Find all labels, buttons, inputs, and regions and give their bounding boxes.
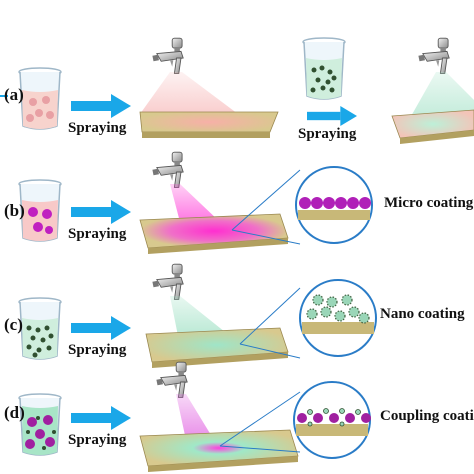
beaker-icon [18,179,62,242]
arrow-right-icon [307,106,357,126]
spraying-label: Spraying [68,432,127,448]
spray-gun-icon [151,263,184,300]
coating-label: Micro coating [384,195,474,211]
spray-gun-icon [151,151,184,188]
beaker-icon [18,393,62,456]
row-label-d: (d) [4,403,25,422]
beaker-icon [18,67,62,130]
coating-label: Coupling coating [380,408,474,424]
substrate-plate [139,429,299,472]
row-d [18,361,371,472]
row-label-a: (a) [4,85,24,104]
row-label-c: (c) [4,315,23,334]
row-label-b: (b) [4,201,25,220]
substrate-plate [391,109,474,144]
spraying-label: Spraying [68,342,127,358]
spraying-label: Spraying [68,120,127,136]
arrow-right-icon [71,200,131,224]
spray-gun-icon [155,361,188,398]
arrow-right-icon [71,406,131,430]
spraying-label: Spraying [298,126,357,142]
row-b [18,151,373,254]
beaker-icon [302,37,346,100]
coating-label: Nano coating [380,306,465,322]
beaker-icon [18,297,62,360]
magnifier-icon [299,279,377,357]
substrate-plate [145,327,289,368]
spraying-label: Spraying [68,226,127,242]
substrate-plate [139,111,279,138]
arrow-right-icon [71,316,131,340]
spray-gun-icon [151,37,184,74]
magnifier-icon [293,381,371,459]
magnifier-icon [295,166,373,244]
substrate-plate [139,213,289,254]
row-c [18,263,377,368]
spray-gun-icon [417,37,450,74]
arrow-right-icon [71,94,131,118]
row-a [0,37,474,144]
